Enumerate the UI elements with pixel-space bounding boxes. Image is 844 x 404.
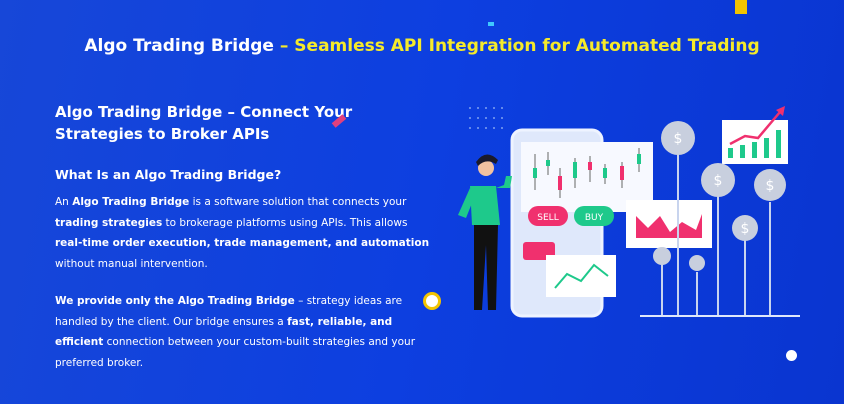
yellow-ring-decoration xyxy=(423,292,441,310)
section-heading: Algo Trading Bridge – Connect Your Strat… xyxy=(55,103,353,143)
title-brand: Algo Trading Bridge xyxy=(84,36,274,56)
blue-mark-decoration xyxy=(488,22,494,26)
yellow-bar-decoration xyxy=(735,0,747,14)
white-dot-decoration xyxy=(786,350,797,361)
sell-button: SELL xyxy=(537,213,558,223)
svg-text:$: $ xyxy=(674,131,683,147)
intro-paragraph: An Algo Trading Bridge is a software sol… xyxy=(55,196,430,270)
page-title: Algo Trading Bridge – Seamless API Integ… xyxy=(0,36,844,56)
scope-paragraph: We provide only the Algo Trading Bridge … xyxy=(55,295,416,369)
svg-text:$: $ xyxy=(741,221,750,237)
title-tagline: – Seamless API Integration for Automated… xyxy=(273,36,760,56)
svg-text:$: $ xyxy=(714,173,723,189)
trading-illustration: SELL BUY $ $ $ $ xyxy=(458,106,800,318)
svg-text:$: $ xyxy=(766,178,775,194)
section-subheading: What Is an Algo Trading Bridge? xyxy=(55,167,282,182)
buy-button: BUY xyxy=(585,213,604,223)
